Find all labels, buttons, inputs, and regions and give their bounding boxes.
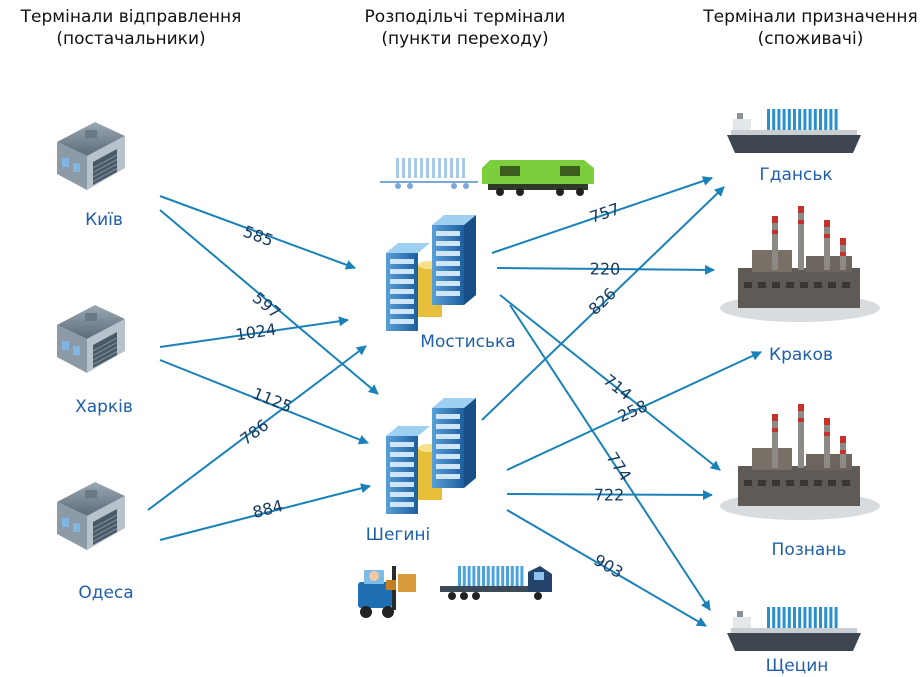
warehouse-icon <box>57 305 125 373</box>
node-label-mostyska: Мостиська <box>420 332 515 352</box>
edge-arrow-kharkiv-mostyska <box>159 316 349 348</box>
edge-arrow-kharkiv-shehyni <box>159 359 369 445</box>
freight-train-icon <box>380 158 594 196</box>
node-label-kyiv: Київ <box>85 210 123 230</box>
edge-arrow-mostyska-szczecin <box>509 304 711 611</box>
power-plant-icon <box>720 404 880 520</box>
edge-arrow-mostyska-gdansk <box>491 176 713 254</box>
server-buildings-icon <box>386 215 476 331</box>
cargo-ship-icon <box>727 109 861 153</box>
edge-arrow-odesa-shehyni <box>159 483 371 541</box>
node-label-odesa: Одеса <box>78 583 133 603</box>
node-label-shehyni: Шегині <box>366 525 430 545</box>
edge-arrow-odesa-mostyska <box>147 345 367 511</box>
edge-arrow-mostyska-poznan <box>499 294 721 471</box>
edge-value-shehyni-gdansk: 826 <box>585 284 620 319</box>
edge-value-kyiv-mostyska: 585 <box>241 222 276 250</box>
edge-value-odesa-shehyni: 884 <box>251 496 285 522</box>
hubs-header-line2: (пункти переходу) <box>381 29 549 49</box>
hubs-header: Розподільчі термінали (пункти переходу) <box>335 6 595 50</box>
warehouse-icon <box>57 482 125 550</box>
cargo-ship-icon <box>727 607 861 651</box>
forklift-icon <box>358 566 416 618</box>
node-label-szczecin: Щецин <box>766 656 829 676</box>
receivers-header: Термінали призначення (споживачі) <box>700 6 921 50</box>
edge-value-kharkiv-mostyska: 1024 <box>234 320 277 345</box>
node-label-kharkiv: Харків <box>75 397 133 417</box>
senders-header-line2: (постачальники) <box>56 29 206 49</box>
edge-arrow-shehyni-krakow <box>506 351 762 471</box>
warehouse-icon <box>57 122 125 190</box>
edge-value-shehyni-poznan: 722 <box>594 485 625 504</box>
edge-arrow-mostyska-krakow <box>496 264 715 275</box>
edge-value-mostyska-gdansk: 757 <box>587 199 622 227</box>
edge-arrow-kyiv-mostyska <box>159 195 356 270</box>
receivers-header-line1: Термінали призначення <box>703 7 918 27</box>
edge-arrow-shehyni-szczecin <box>506 509 707 627</box>
senders-header: Термінали відправлення (постачальники) <box>0 6 262 50</box>
container-truck-icon <box>440 566 552 600</box>
senders-header-line1: Термінали відправлення <box>20 7 242 27</box>
edge-value-kharkiv-shehyni: 1125 <box>250 384 295 417</box>
power-plant-icon <box>720 206 880 322</box>
edge-arrow-shehyni-gdansk <box>481 186 725 421</box>
edge-value-kyiv-shehyni: 597 <box>249 288 285 322</box>
edge-arrow-shehyni-poznan <box>506 489 713 500</box>
server-buildings-icon <box>386 398 476 514</box>
node-label-gdansk: Гданськ <box>759 165 832 185</box>
receivers-header-line2: (споживачі) <box>757 29 864 49</box>
hubs-header-line1: Розподільчі термінали <box>364 7 566 27</box>
edge-value-mostyska-krakow: 220 <box>590 259 621 278</box>
node-label-krakow: Краков <box>769 345 833 365</box>
node-label-poznan: Познань <box>772 540 847 560</box>
